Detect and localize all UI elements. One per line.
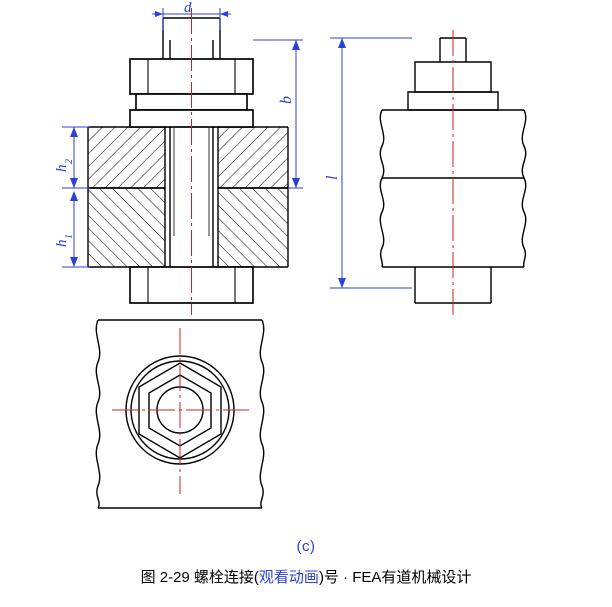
upper-plate-left: [87, 126, 165, 189]
caption-link[interactable]: 观看动画: [258, 569, 319, 586]
dim-label-h1-subscript: 1: [64, 234, 75, 239]
dim-label-d: d: [184, 0, 192, 16]
upper-plate-right: [218, 126, 289, 189]
dim-label-h1: h: [54, 239, 70, 248]
caption-prefix: 图 2-29 螺栓连接(: [140, 569, 259, 586]
caption-suffix: )号 · FEA有道机械设计: [318, 569, 472, 586]
dim-label-b: b: [278, 96, 295, 104]
side-view: [379, 30, 527, 315]
figure-caption: 图 2-29 螺栓连接(观看动画)号 · FEA有道机械设计: [0, 566, 612, 587]
dim-label-h2: h: [54, 164, 70, 173]
dim-label-l: l: [324, 175, 341, 180]
front-section-view: [87, 8, 289, 315]
lower-plate-right: [218, 187, 289, 268]
lower-plate-left: [87, 187, 165, 268]
dimension-l: [330, 37, 412, 289]
subfigure-label: (c): [296, 538, 316, 555]
top-view: [95, 319, 265, 509]
dim-label-h2-subscript: 2: [64, 159, 75, 164]
dimensions-front: [62, 8, 303, 268]
